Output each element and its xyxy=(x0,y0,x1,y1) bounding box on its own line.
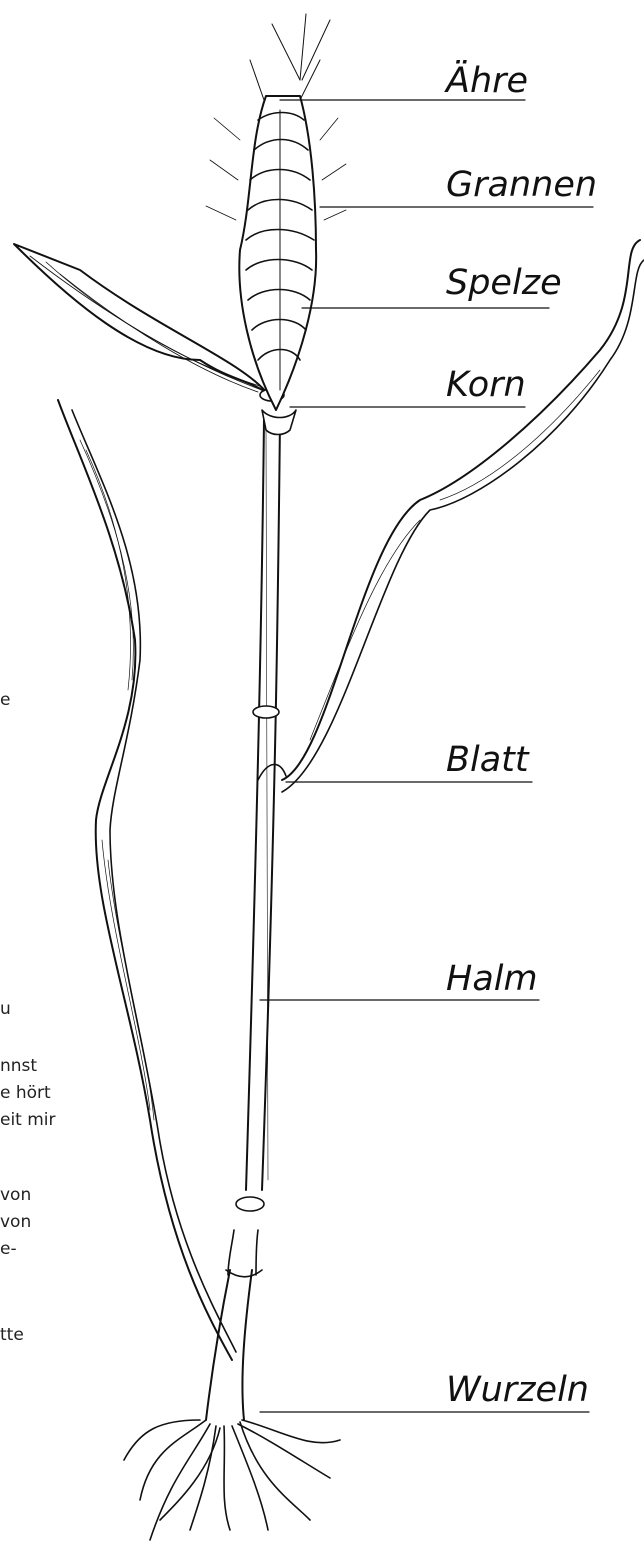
label-aehre: Ähre xyxy=(446,64,528,99)
cut-text-fragment: von xyxy=(0,1187,31,1204)
cut-text-fragment: u xyxy=(0,1001,11,1018)
stem xyxy=(236,389,286,1211)
cut-text-fragment: von xyxy=(0,1214,31,1231)
cut-text-fragment: tte xyxy=(0,1327,24,1344)
cut-text-fragment: e xyxy=(0,692,10,709)
label-grannen: Grannen xyxy=(446,168,597,203)
cut-text-fragment: nnst xyxy=(0,1058,37,1075)
upper-left-leaf xyxy=(14,244,268,394)
label-wurzeln: Wurzeln xyxy=(446,1373,589,1408)
cut-text-fragment: e hört xyxy=(0,1085,51,1102)
cut-text-fragment: eit mir xyxy=(0,1112,56,1129)
right-leaf xyxy=(282,240,644,792)
label-korn: Korn xyxy=(446,368,526,403)
far-left-leaf xyxy=(58,400,236,1360)
roots xyxy=(124,1420,340,1540)
label-blatt: Blatt xyxy=(446,743,529,778)
label-spelze: Spelze xyxy=(446,266,562,301)
label-halm: Halm xyxy=(446,962,538,997)
cut-text-fragment: e- xyxy=(0,1241,17,1258)
